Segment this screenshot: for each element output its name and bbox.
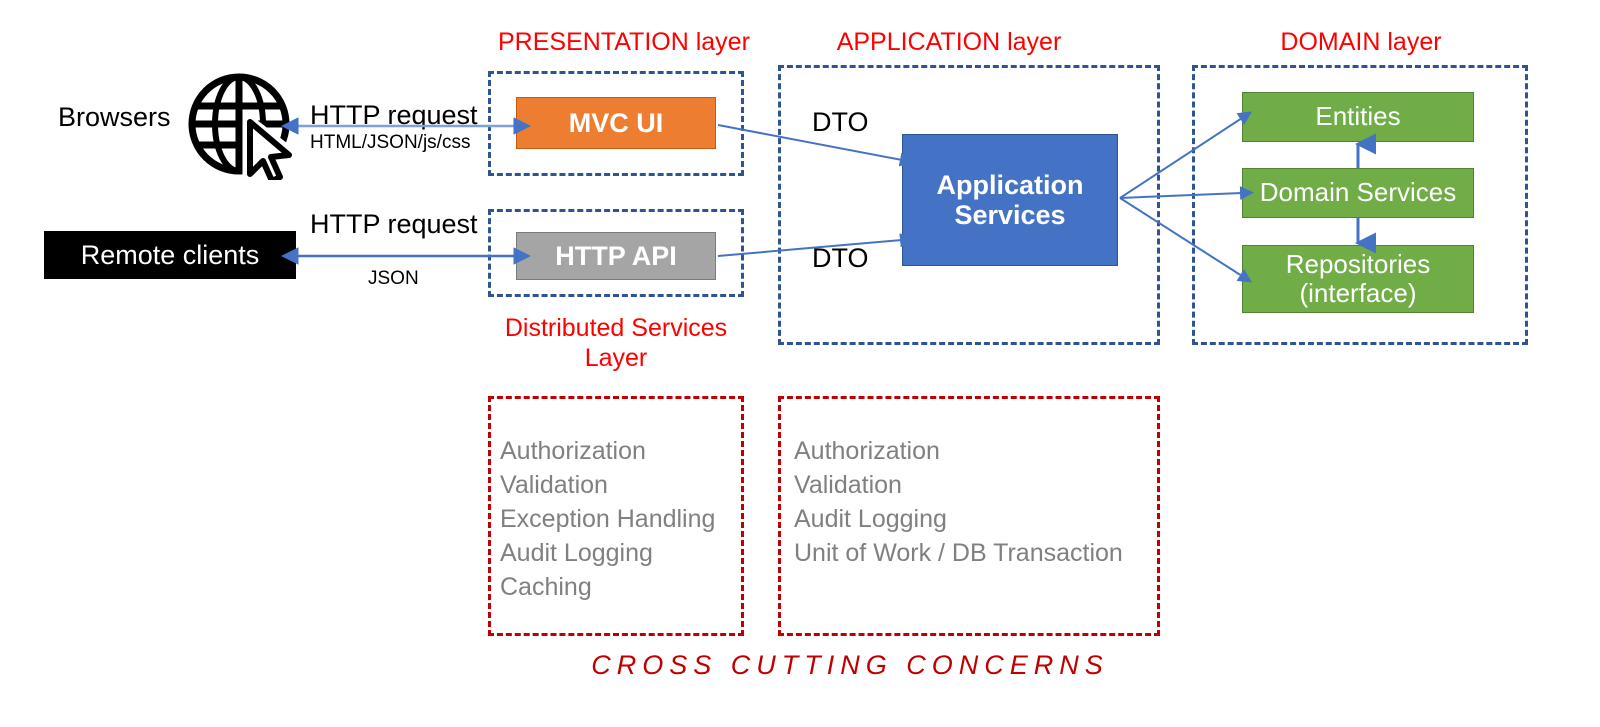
globe-cursor-icon xyxy=(186,68,296,180)
browsers-label: Browsers xyxy=(58,102,171,132)
list-item: Authorization xyxy=(794,437,940,465)
list-item: Audit Logging xyxy=(500,539,653,567)
mvc-ui-box: MVC UI xyxy=(516,97,716,149)
cross-cutting-concerns-caption: CROSS CUTTING CONCERNS xyxy=(591,650,1109,680)
application-services-line2: Services xyxy=(954,200,1066,230)
domain-services-box: Domain Services xyxy=(1242,168,1474,218)
list-item: Audit Logging xyxy=(794,505,947,533)
list-item: Caching xyxy=(500,573,592,601)
list-item: Validation xyxy=(500,471,608,499)
entities-box: Entities xyxy=(1242,92,1474,142)
distributed-title-line2: Layer xyxy=(584,344,648,372)
application-services-box: Application Services xyxy=(902,134,1118,266)
distributed-concerns-list: Authorization Validation Exception Handl… xyxy=(500,434,715,604)
http-api-box: HTTP API xyxy=(516,232,716,280)
application-services-line1: Application xyxy=(936,169,1084,200)
dto-top-label: DTO xyxy=(812,107,869,137)
list-item: Unit of Work / DB Transaction xyxy=(794,539,1123,567)
distributed-services-layer-title: Distributed Services Layer xyxy=(488,313,744,373)
list-item: Authorization xyxy=(500,437,646,465)
remote-response-label: JSON xyxy=(368,268,419,289)
application-concerns-list: Authorization Validation Audit Logging U… xyxy=(794,434,1123,570)
repositories-line1: Repositories xyxy=(1285,248,1431,279)
application-cross-cutting-container xyxy=(778,396,1160,636)
application-layer-title: APPLICATION layer xyxy=(836,28,1062,56)
list-item: Exception Handling xyxy=(500,505,716,533)
browser-http-request-label: HTTP request xyxy=(310,100,478,130)
dto-bottom-label: DTO xyxy=(812,243,869,273)
repositories-box: Repositories (interface) xyxy=(1242,245,1474,313)
domain-layer-title: DOMAIN layer xyxy=(1280,28,1442,56)
browser-response-label: HTML/JSON/js/css xyxy=(310,132,471,153)
remote-http-request-label: HTTP request xyxy=(310,209,478,239)
repositories-line2: (interface) xyxy=(1299,278,1417,308)
list-item: Validation xyxy=(794,471,902,499)
distributed-cross-cutting-container xyxy=(488,396,744,636)
presentation-layer-title: PRESENTATION layer xyxy=(498,28,750,56)
distributed-title-line1: Distributed Services xyxy=(504,314,728,342)
remote-clients-box: Remote clients xyxy=(44,231,296,279)
